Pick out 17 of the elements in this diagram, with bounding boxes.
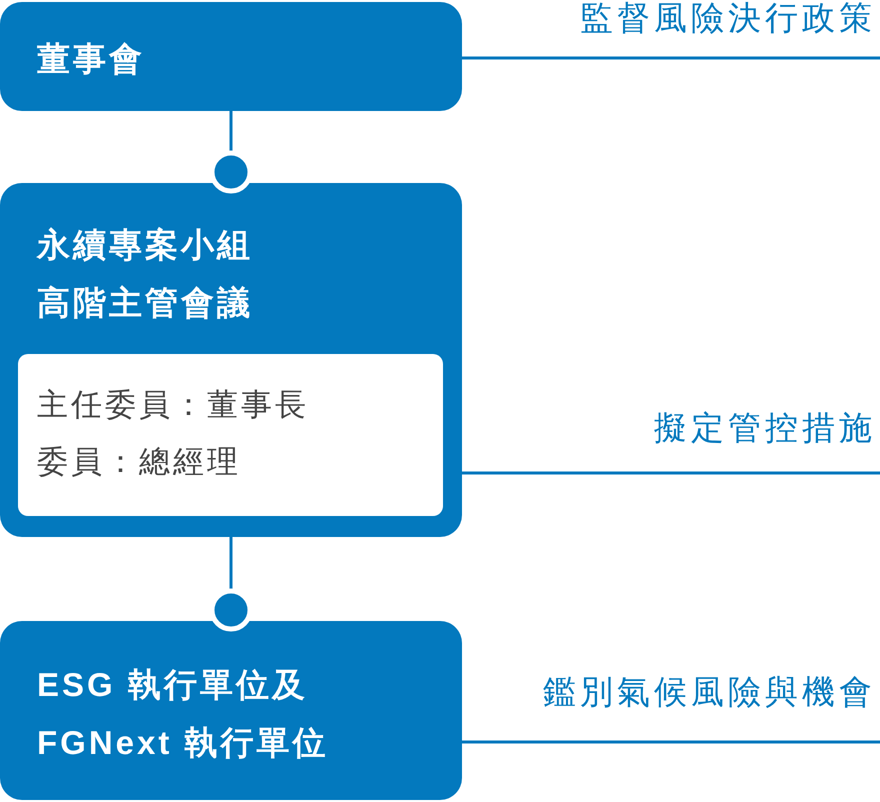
connector-line (210, 111, 252, 194)
box-label: ESG 執行單位及 FGNext 執行單位 (37, 665, 330, 763)
connector-line (210, 537, 252, 632)
member-text: 委員：總經理 (37, 443, 242, 481)
process-box (0, 621, 462, 800)
box-label: 永續專案小組高階主管會議 (37, 225, 254, 323)
connector-line (462, 56, 880, 60)
process-box (0, 2, 462, 111)
edge-label: 鑑別氣候風險與機會 (543, 674, 876, 710)
connector-line (462, 472, 880, 474)
edge-label: 擬定管控措施 (654, 410, 876, 446)
process-box (0, 183, 462, 537)
box-label: 董事會 (37, 39, 146, 79)
member-text: 主任委員：董事長 (37, 386, 310, 424)
info-box (18, 354, 443, 516)
connector-line (462, 740, 880, 744)
edge-label: 監督風險決行政策 (580, 0, 876, 36)
